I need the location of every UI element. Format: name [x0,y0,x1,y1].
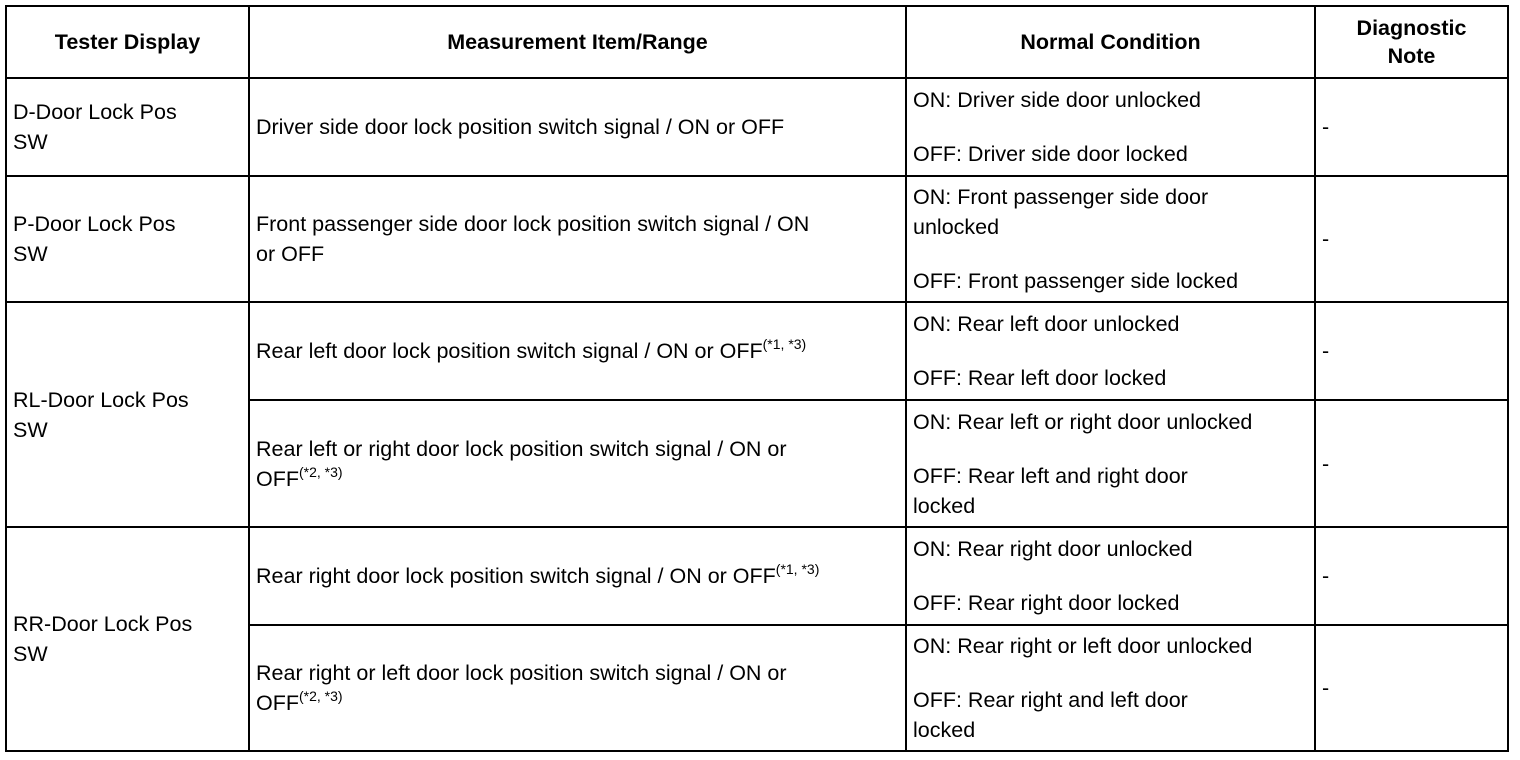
diagnostic-note-cell: - [1314,301,1509,401]
footnote-ref: (*1, *3) [775,561,820,577]
header-tester-display: Tester Display [5,5,250,79]
measurement-cell: Front passenger side door lock position … [248,175,907,303]
measurement-cell: Driver side door lock position switch si… [248,77,907,177]
measurement-cell: Rear left door lock position switch sign… [248,301,907,401]
normal-condition-cell: ON: Rear left or right door unlocked OFF… [905,399,1316,528]
on-condition-text: unlocked [913,215,1000,239]
measurement-text: Rear right door lock position switch sig… [256,564,776,588]
table-row: D-Door Lock Pos SW Driver side door lock… [5,77,1509,177]
normal-condition-cell: ON: Front passenger side door unlocked O… [905,175,1316,303]
footnote-ref: (*1, *3) [762,336,807,352]
tester-display-text: SW [13,130,48,154]
header-normal-condition: Normal Condition [905,5,1316,79]
measurement-text: or OFF [256,242,325,266]
table-row: RR-Door Lock Pos SW Rear right door lock… [5,526,1509,752]
tester-display-text: P-Door Lock Pos [13,212,176,236]
table-row: Rear left or right door lock position sw… [6,399,1509,528]
tester-display-text: SW [13,242,48,266]
normal-condition-cell: ON: Driver side door unlocked OFF: Drive… [905,77,1316,177]
tester-display-text: RR-Door Lock Pos [13,612,193,636]
on-condition-text: ON: Driver side door unlocked [913,88,1201,112]
footnote-ref: (*2, *3) [299,688,343,704]
normal-condition-cell: ON: Rear left door unlocked OFF: Rear le… [905,301,1316,401]
tester-display-text: RL-Door Lock Pos [13,387,189,412]
diagnostic-note-cell: - [1314,175,1509,303]
off-condition-text: OFF: Front passenger side locked [913,269,1239,293]
measurement-cell: Rear right door lock position switch sig… [248,526,907,626]
footnote-ref: (*2, *3) [299,463,343,480]
off-condition-text: OFF: Rear right door locked [913,591,1180,615]
measurement-text: Rear left door lock position switch sign… [256,339,763,363]
header-diagnostic-note: Diagnostic Note [1314,5,1509,79]
header-measurement: Measurement Item/Range [248,5,907,79]
tester-display-cell: RL-Door Lock Pos SW [5,301,250,528]
off-condition-text: OFF: Rear left door locked [913,366,1167,390]
on-condition-text: ON: Rear right door unlocked [913,537,1193,561]
tester-display-text: SW [13,417,48,442]
measurement-text: Rear right or left door lock position sw… [256,661,787,685]
measurement-text: Driver side door lock position switch si… [256,115,785,139]
on-condition-text: ON: Rear left or right door unlocked [913,409,1253,434]
off-condition-text: OFF: Rear left and right door [913,463,1188,488]
tester-display-cell: RR-Door Lock Pos SW [5,526,250,752]
header-diagnostic-note-line2: Note [1387,44,1436,68]
off-condition-text: locked [913,493,976,518]
normal-condition-cell: ON: Rear right door unlocked OFF: Rear r… [905,526,1316,626]
measurement-text: Rear left or right door lock position sw… [256,436,787,461]
diagnostic-note-cell: - [1314,77,1509,177]
measurement-cell: Rear left or right door lock position sw… [248,399,907,528]
off-condition-text: OFF: Rear right and left door [913,688,1188,712]
tester-display-cell: P-Door Lock Pos SW [5,175,250,303]
tester-display-text: D-Door Lock Pos [13,100,177,124]
measurement-text: OFF [256,466,299,491]
measurement-cell: Rear right or left door lock position sw… [248,624,907,752]
measurement-text: OFF [256,691,299,715]
table-row: RL-Door Lock Pos SW Rear left door lock … [5,301,1509,528]
tester-display-text: SW [13,642,48,666]
diagnostic-note-cell: - [1314,624,1509,752]
off-condition-text: OFF: Driver side door locked [913,142,1188,166]
off-condition-text: locked [913,718,976,742]
table-row: Rear right or left door lock position sw… [6,624,1509,752]
diagnostic-note-cell: - [1314,526,1509,626]
data-list-table: Tester Display Measurement Item/Range No… [5,5,1509,752]
on-condition-text: ON: Front passenger side door [913,185,1209,209]
table-row: P-Door Lock Pos SW Front passenger side … [5,175,1509,303]
header-row: Tester Display Measurement Item/Range No… [5,5,1509,79]
measurement-text: Front passenger side door lock position … [256,212,810,236]
diagnostic-note-cell: - [1314,399,1509,528]
on-condition-text: ON: Rear right or left door unlocked [913,634,1253,658]
header-diagnostic-note-line1: Diagnostic [1356,16,1467,40]
on-condition-text: ON: Rear left door unlocked [913,312,1180,336]
normal-condition-cell: ON: Rear right or left door unlocked OFF… [905,624,1316,752]
tester-display-cell: D-Door Lock Pos SW [5,77,250,177]
